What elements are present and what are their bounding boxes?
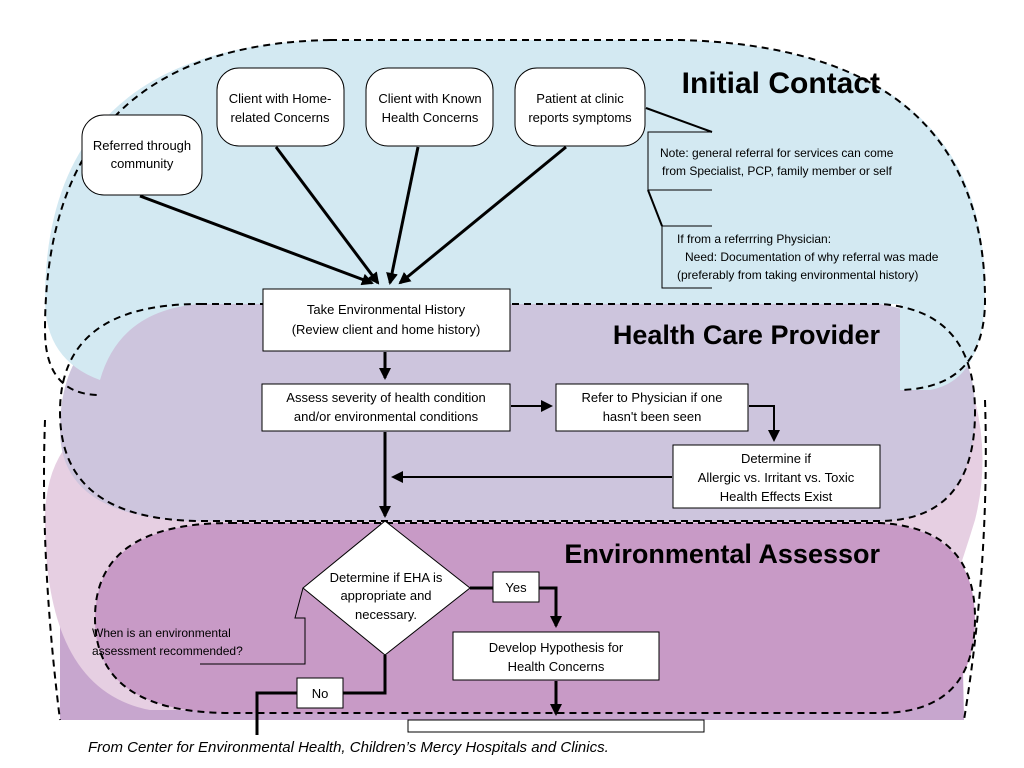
svg-text:appropriate and: appropriate and	[340, 588, 431, 603]
svg-text:Health Concerns: Health Concerns	[508, 659, 605, 674]
svg-text:assessment recommended?: assessment recommended?	[92, 644, 243, 658]
note-bracket-physician	[661, 225, 712, 289]
svg-text:and/or environmental condition: and/or environmental conditions	[294, 409, 479, 424]
source-referred-through-community: Referred through community	[81, 114, 203, 196]
outer-right-outline	[963, 399, 987, 721]
svg-text:related Concerns: related Concerns	[231, 110, 330, 125]
step-refer-to-physician: Refer to Physician if one hasn't been se…	[555, 383, 749, 432]
arrow-refer-to-determine	[749, 405, 780, 442]
svg-text:Client with Home-: Client with Home-	[229, 91, 332, 106]
no-label: No	[296, 677, 344, 709]
svg-text:Assess severity of health cond: Assess severity of health condition	[286, 390, 485, 405]
svg-text:(Review client and home histor: (Review client and home history)	[292, 322, 481, 337]
svg-text:(preferably from taking enviro: (preferably from taking environmental hi…	[677, 268, 918, 282]
svg-text:Referred through: Referred through	[93, 138, 191, 153]
environmental-assessor-title: Environmental Assessor	[564, 539, 880, 569]
note-connector-general	[645, 107, 713, 133]
yes-label: Yes	[492, 571, 540, 603]
note-eha-question: When is an environmental assessment reco…	[92, 626, 243, 658]
note-physician-referral: If from a referrring Physician: Need: Do…	[677, 232, 939, 282]
svg-text:Determine if EHA is: Determine if EHA is	[330, 570, 443, 585]
source-caption: From Center for Environmental Health, Ch…	[88, 739, 609, 756]
arrow-home-to-history	[274, 146, 380, 285]
note-connector-physician	[647, 189, 663, 227]
svg-text:When is an environmental: When is an environmental	[92, 626, 231, 640]
svg-text:Take Environmental History: Take Environmental History	[307, 302, 466, 317]
svg-text:Determine if: Determine if	[741, 451, 811, 466]
health-care-provider-title: Health Care Provider	[613, 320, 881, 350]
source-client-home-concerns: Client with Home- related Concerns	[216, 67, 345, 147]
arrow-referred-to-history	[139, 194, 374, 286]
svg-text:hasn't been seen: hasn't been seen	[603, 409, 702, 424]
step-determine-health-effects: Determine if Allergic vs. Irritant vs. T…	[672, 444, 881, 509]
step-take-environmental-history: Take Environmental History (Review clien…	[262, 288, 511, 352]
arrow-known-to-history	[386, 146, 420, 285]
initial-contact-title: Initial Contact	[682, 67, 880, 100]
next-step-box-partial	[407, 719, 705, 733]
decision-determine-eha: Determine if EHA is appropriate and nece…	[302, 520, 471, 656]
svg-text:Note: general referral for ser: Note: general referral for services can …	[660, 146, 894, 160]
initial-contact-outline	[43, 39, 987, 396]
svg-text:Patient at clinic: Patient at clinic	[536, 91, 624, 106]
note-connector-eha	[200, 587, 306, 665]
svg-text:Health Concerns: Health Concerns	[382, 110, 479, 125]
svg-text:Need: Documentation of why ref: Need: Documentation of why referral was …	[685, 250, 939, 264]
arrow-clinic-to-history	[398, 145, 567, 285]
note-bracket-general	[647, 131, 712, 191]
svg-text:Refer to Physician if one: Refer to Physician if one	[582, 390, 723, 405]
outer-left-outline	[43, 419, 61, 721]
svg-text:reports symptoms: reports symptoms	[528, 110, 632, 125]
note-general-referral: Note: general referral for services can …	[660, 146, 894, 178]
svg-text:necessary.: necessary.	[355, 607, 417, 622]
svg-text:Client with Known: Client with Known	[378, 91, 481, 106]
svg-text:If from a referrring Physician: If from a referrring Physician:	[677, 232, 831, 246]
svg-text:Yes: Yes	[505, 580, 527, 595]
svg-text:community: community	[111, 156, 174, 171]
svg-text:Allergic vs. Irritant vs. Toxi: Allergic vs. Irritant vs. Toxic	[698, 470, 855, 485]
svg-text:Health Effects Exist: Health Effects Exist	[720, 489, 833, 504]
source-client-known-health-concerns: Client with Known Health Concerns	[365, 67, 494, 147]
svg-text:No: No	[312, 686, 329, 701]
health-care-provider-outline	[58, 303, 977, 522]
source-patient-at-clinic: Patient at clinic reports symptoms	[514, 67, 646, 147]
svg-text:Develop Hypothesis for: Develop Hypothesis for	[489, 640, 624, 655]
svg-text:from Specialist, PCP, family m: from Specialist, PCP, family member or s…	[662, 164, 893, 178]
environmental-assessor-zone	[95, 523, 975, 713]
step-develop-hypothesis: Develop Hypothesis for Health Concerns	[452, 631, 660, 681]
step-assess-severity: Assess severity of health condition and/…	[261, 383, 511, 432]
